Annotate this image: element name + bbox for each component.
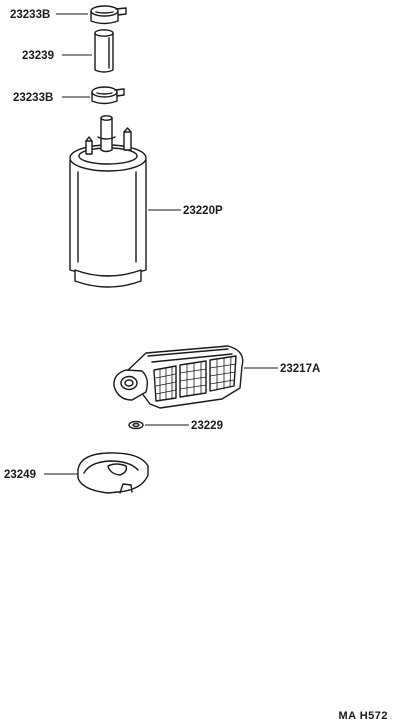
clip-part [128, 420, 144, 430]
label-clamp-bottom: 23233B [13, 92, 53, 104]
label-fuel-pump: 23220P [183, 205, 223, 217]
hose-part [94, 29, 114, 73]
fuel-pump-part [69, 115, 147, 288]
figure-code: MA H572 [338, 710, 388, 722]
label-clamp-top: 23233B [10, 9, 50, 21]
label-rubber-cushion: 23249 [4, 469, 36, 481]
clamp-bottom-part [91, 86, 125, 105]
label-hose: 23239 [22, 50, 54, 62]
clamp-top-part [90, 5, 127, 25]
rubber-cushion-part [77, 452, 149, 494]
strainer-part [113, 345, 244, 409]
label-strainer: 23217A [280, 363, 320, 375]
label-clip: 23229 [191, 420, 223, 432]
